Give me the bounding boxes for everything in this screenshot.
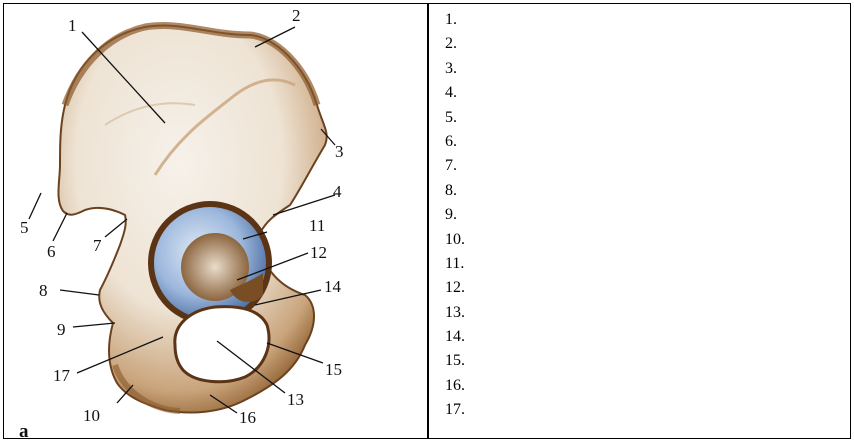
callout-1: 1 [68, 16, 77, 35]
callout-7: 7 [93, 236, 102, 255]
callout-14: 14 [324, 277, 342, 296]
callout-2: 2 [292, 6, 301, 25]
callout-8: 8 [39, 281, 48, 300]
answer-item[interactable]: 3. [445, 57, 465, 81]
callout-16: 16 [239, 408, 256, 427]
callout-17: 17 [53, 366, 71, 385]
callout-10: 10 [83, 406, 100, 425]
answer-item[interactable]: 13. [445, 301, 465, 325]
hip-bone-illustration: 1 2 3 4 5 6 7 8 9 10 11 12 13 14 15 16 1… [5, 5, 426, 437]
callout-3: 3 [335, 142, 344, 161]
answer-item[interactable]: 7. [445, 154, 465, 178]
callout-13: 13 [287, 390, 304, 409]
callout-11: 11 [309, 216, 325, 235]
callout-4: 4 [333, 182, 342, 201]
answer-item[interactable]: 2. [445, 32, 465, 56]
answer-item[interactable]: 9. [445, 203, 465, 227]
callout-9: 9 [57, 320, 66, 339]
table-divider [427, 3, 429, 439]
callout-5: 5 [20, 218, 29, 237]
figure-cell: 1 2 3 4 5 6 7 8 9 10 11 12 13 14 15 16 1… [5, 5, 426, 437]
answer-item[interactable]: 12. [445, 276, 465, 300]
answer-item[interactable]: 6. [445, 130, 465, 154]
answer-item[interactable]: 5. [445, 106, 465, 130]
answer-cell: 1. 2. 3. 4. 5. 6. 7. 8. 9. 10. 11. 12. 1… [430, 5, 850, 437]
answer-item[interactable]: 16. [445, 374, 465, 398]
answer-list: 1. 2. 3. 4. 5. 6. 7. 8. 9. 10. 11. 12. 1… [445, 8, 465, 423]
answer-item[interactable]: 15. [445, 349, 465, 373]
answer-item[interactable]: 8. [445, 179, 465, 203]
answer-item[interactable]: 1. [445, 8, 465, 32]
callout-6: 6 [47, 242, 56, 261]
answer-item[interactable]: 14. [445, 325, 465, 349]
answer-item[interactable]: 11. [445, 252, 465, 276]
callout-12: 12 [310, 243, 327, 262]
answer-item[interactable]: 17. [445, 398, 465, 422]
answer-item[interactable]: 10. [445, 228, 465, 252]
answer-item[interactable]: 4. [445, 81, 465, 105]
panel-letter: a [19, 421, 29, 437]
callout-15: 15 [325, 360, 342, 379]
